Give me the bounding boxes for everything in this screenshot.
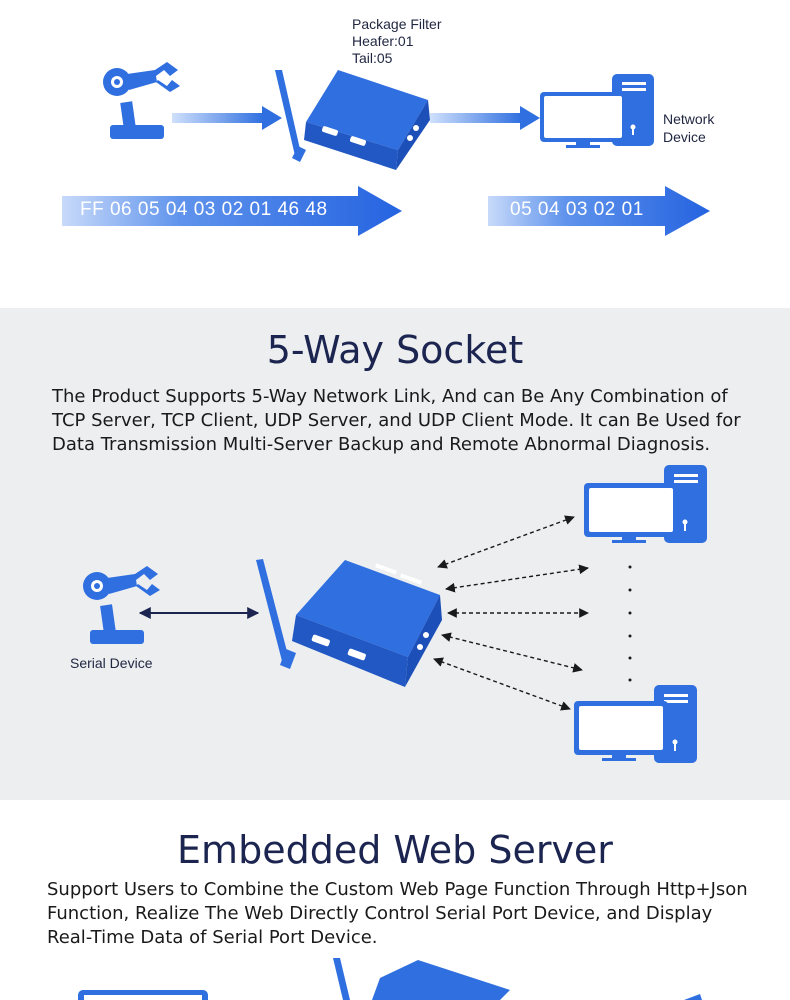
web-server-section [0,800,790,1000]
package-filter-title: Package Filter [352,16,442,32]
router-icon [333,958,510,1000]
robot-arm-icon [83,566,160,644]
robot-arm-icon [103,62,180,139]
output-hex-data: 05 04 03 02 01 [510,199,644,220]
computer-icon [574,685,697,763]
output-hex-arrow [488,186,710,236]
tail-value: Tail:05 [352,50,393,66]
web-server-title: Embedded Web Server [177,828,613,872]
network-links [433,515,589,711]
network-label-line1: Network [663,111,715,127]
input-hex-data: FF 06 05 04 03 02 01 46 48 [80,199,328,220]
socket-title: 5-Way Socket [266,328,524,372]
arrow-icon [430,106,540,130]
computer-icon [584,465,707,543]
socket-description: The Product Supports 5-Way Network Link,… [52,386,741,455]
arrow-icon [172,106,282,130]
computer-icon [78,990,208,1000]
link-line [437,515,575,569]
header-value: Heafer:01 [352,33,414,49]
serial-device-label: Serial Device [70,655,153,671]
package-filter-label: Package Filter Heafer:01 Tail:05 [352,16,441,67]
network-device-label: Network Device [663,110,714,146]
web-server-description: Support Users to Combine the Custom Web … [47,879,748,948]
router-icon [275,69,430,170]
socket-diagram [83,465,707,763]
package-filter-diagram [62,62,710,236]
router-icon [256,559,442,687]
link-line [433,657,571,711]
link-line [445,564,589,593]
link-line [441,632,583,673]
web-server-diagram [78,958,702,1000]
package-filter-section: Package Filter Heafer:01 Tail:05 Network… [0,0,790,308]
arrow-icon [684,994,702,1000]
network-label-line2: Device [663,129,706,145]
input-hex-arrow [62,186,402,236]
ellipsis-dots [628,565,632,682]
computer-icon [540,74,654,148]
